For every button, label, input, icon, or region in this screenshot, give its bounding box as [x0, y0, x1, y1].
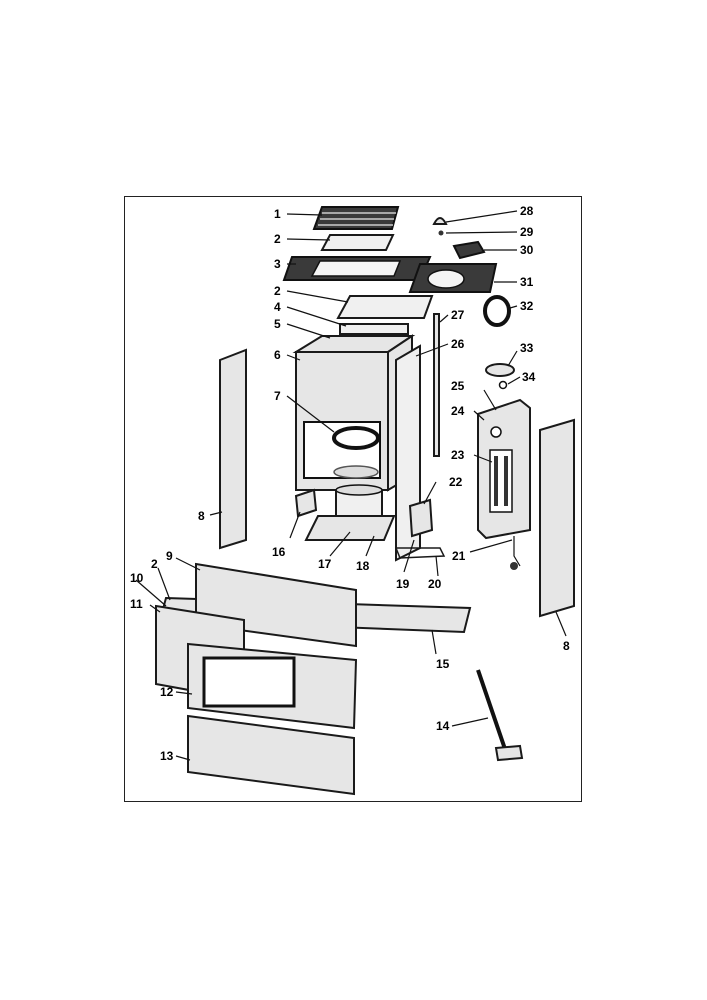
part-main-body	[292, 323, 416, 492]
label-26: 26	[451, 337, 465, 351]
label-12: 12	[160, 685, 174, 699]
label-8-left: 8	[198, 509, 205, 523]
label-11: 11	[130, 597, 143, 611]
part-bracket	[394, 547, 446, 559]
label-21: 21	[452, 549, 466, 563]
part-left-side-panel	[219, 348, 247, 550]
part-right-side-panel	[539, 418, 575, 618]
label-19: 19	[396, 577, 410, 591]
part-ring	[483, 295, 511, 327]
callout-labels: 1 2 3 2 4 5 6 7 8 16 17 18 19 20 21 22 2…	[130, 204, 570, 763]
label-16: 16	[272, 545, 286, 559]
part-hopper	[477, 398, 531, 540]
part-cable	[513, 536, 521, 567]
label-2-middle: 2	[274, 284, 281, 298]
label-10: 10	[130, 571, 144, 585]
part-plate-upper	[320, 234, 395, 251]
label-18: 18	[356, 559, 370, 573]
part-door	[187, 642, 358, 730]
label-17: 17	[318, 557, 332, 571]
label-27: 27	[451, 308, 465, 322]
label-29: 29	[520, 225, 534, 239]
label-15: 15	[436, 657, 450, 671]
part-poker-tool	[476, 669, 524, 762]
label-31: 31	[520, 275, 534, 289]
part-ball	[498, 380, 508, 390]
label-34: 34	[522, 370, 536, 384]
label-6: 6	[274, 348, 281, 362]
label-7: 7	[274, 389, 281, 403]
part-small-pin	[438, 230, 444, 236]
part-burner-pot	[304, 484, 396, 541]
part-rod	[433, 313, 440, 457]
part-knob	[432, 217, 448, 225]
leader-lines	[135, 210, 567, 761]
label-3: 3	[274, 257, 281, 271]
label-4: 4	[274, 300, 281, 314]
label-9: 9	[166, 549, 173, 563]
part-motor	[408, 498, 434, 538]
diagram-frame	[124, 196, 582, 802]
label-14: 14	[436, 719, 450, 733]
label-20: 20	[428, 577, 442, 591]
part-right-grate	[408, 263, 498, 293]
part-cap	[485, 363, 515, 377]
label-5: 5	[274, 317, 281, 331]
label-33: 33	[520, 341, 534, 355]
label-2-upper: 2	[274, 232, 281, 246]
label-28: 28	[520, 204, 534, 218]
label-25: 25	[451, 379, 465, 393]
part-front-assembly	[158, 562, 472, 648]
part-top-grate	[282, 256, 432, 281]
label-13: 13	[160, 749, 174, 763]
label-2-lower: 2	[151, 557, 158, 571]
label-30: 30	[520, 243, 534, 257]
part-control-block	[452, 240, 486, 260]
label-8-right: 8	[563, 639, 570, 653]
part-lower-panel	[187, 714, 355, 796]
part-plate-middle	[336, 295, 434, 319]
label-1: 1	[274, 207, 281, 221]
label-32: 32	[520, 299, 534, 313]
label-24: 24	[451, 404, 465, 418]
part-top-grill	[312, 206, 400, 230]
label-22: 22	[449, 475, 463, 489]
part-igniter	[294, 488, 318, 518]
label-23: 23	[451, 448, 465, 462]
